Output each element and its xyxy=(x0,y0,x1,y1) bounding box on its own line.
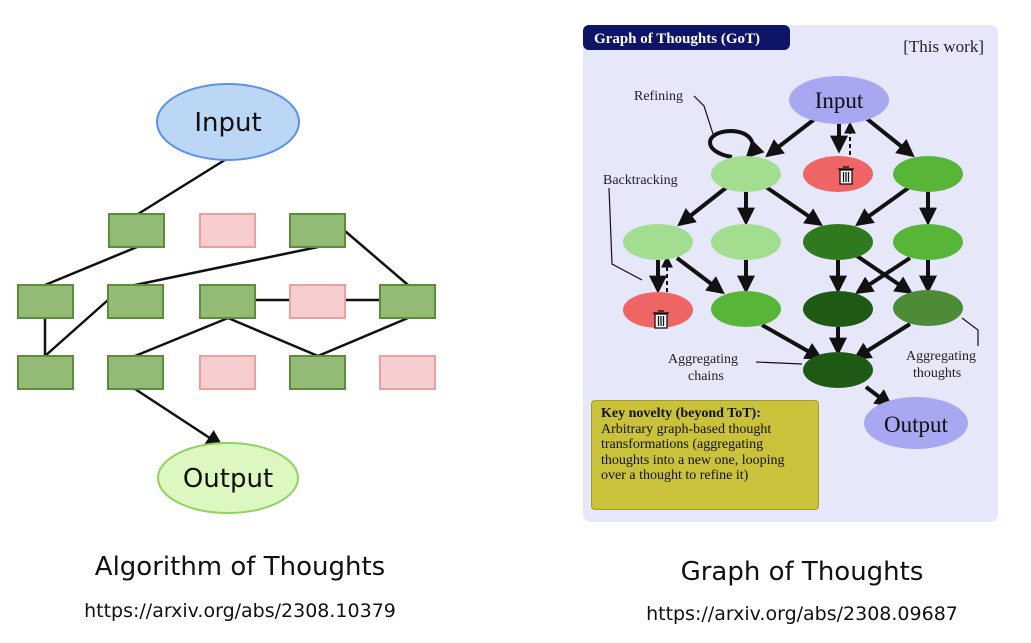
got-thought-node xyxy=(711,291,781,327)
got-output-node: Output xyxy=(864,397,968,449)
got-input-label: Input xyxy=(815,88,864,113)
aot-output-label: Output xyxy=(183,464,273,494)
backtracking-label: Backtracking xyxy=(603,173,678,188)
got-caption-url[interactable]: https://arxiv.org/abs/2308.09687 xyxy=(646,603,958,625)
aot-input-node: Input xyxy=(156,83,300,161)
aot-input-label: Input xyxy=(194,108,261,138)
got-thought-node xyxy=(711,224,781,260)
aggregating-chains-label-2: chains xyxy=(688,369,724,384)
aggregating-chains-label-1: Aggregating xyxy=(668,352,738,367)
aot-node xyxy=(17,284,74,319)
aot-caption-title: Algorithm of Thoughts xyxy=(94,552,386,582)
got-refine-loop xyxy=(708,128,765,159)
got-thought-node xyxy=(711,156,781,192)
aot-node xyxy=(107,355,164,390)
got-discarded-node xyxy=(803,156,873,192)
got-thought-node xyxy=(803,291,873,327)
aot-node-pruned xyxy=(199,355,256,390)
got-thought-node xyxy=(623,224,693,260)
got-this-work-tag: [This work] xyxy=(903,37,984,56)
aot-caption-url[interactable]: https://arxiv.org/abs/2308.10379 xyxy=(84,600,396,622)
aot-node-pruned xyxy=(289,284,346,319)
aot-node xyxy=(289,213,346,248)
got-header-badge xyxy=(583,25,790,50)
aot-node xyxy=(379,284,436,319)
aot-edges xyxy=(43,156,409,448)
aot-output-node: Output xyxy=(157,442,299,514)
got-aggregate-node xyxy=(803,352,873,388)
aot-node xyxy=(289,355,346,390)
got-panel xyxy=(583,25,998,522)
got-annotations: Refining Backtracking Aggregating chains… xyxy=(603,89,976,384)
got-annotation-leaders xyxy=(608,95,979,365)
got-header-text: Graph of Thoughts (GoT) xyxy=(594,31,760,47)
got-thought-node xyxy=(893,290,963,326)
aot-node xyxy=(108,213,165,248)
refining-label: Refining xyxy=(634,89,683,104)
aot-node-pruned xyxy=(199,213,256,248)
aot-node xyxy=(199,284,256,319)
aggregating-thoughts-label-2: thoughts xyxy=(913,366,961,381)
trash-icon xyxy=(838,166,854,185)
got-discarded-node xyxy=(623,292,693,329)
aot-node xyxy=(17,355,74,390)
got-thought-node xyxy=(803,224,873,260)
got-backtrack-edges xyxy=(661,121,856,292)
got-caption-title: Graph of Thoughts xyxy=(680,557,924,587)
key-novelty-box: Key novelty (beyond ToT): Arbitrary grap… xyxy=(591,400,819,510)
got-output-label: Output xyxy=(884,412,949,437)
aot-thought-nodes xyxy=(17,213,436,390)
aot-node xyxy=(107,284,164,319)
got-thought-node xyxy=(893,156,963,192)
aot-diagram: Input Output xyxy=(17,83,436,514)
aggregating-thoughts-label-1: Aggregating xyxy=(906,349,976,364)
got-edges xyxy=(649,116,937,408)
trash-icon xyxy=(653,310,669,329)
key-novelty-body: Arbitrary graph-based thought transforma… xyxy=(601,421,785,484)
aot-node-pruned xyxy=(379,355,436,390)
got-thought-node xyxy=(893,224,963,260)
key-novelty-title: Key novelty (beyond ToT): xyxy=(601,406,761,421)
got-input-node: Input xyxy=(789,76,889,124)
got-diagram: Graph of Thoughts (GoT) [This work] xyxy=(583,25,998,522)
